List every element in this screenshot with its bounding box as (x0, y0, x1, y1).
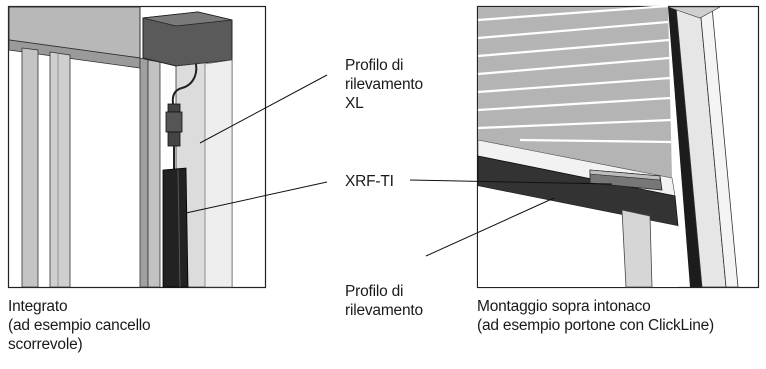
caption-left: Integrato (ad esempio cancello scorrevol… (8, 298, 151, 353)
label-profile: Profilo di rilevamento (345, 283, 423, 319)
right-illustration-panel (476, 4, 760, 289)
leader-xrf-ti-right (409, 179, 613, 185)
label-profile-xl: Profilo di rilevamento XL (345, 57, 423, 112)
leader-xrf-ti-left (185, 181, 328, 214)
leader-lines (185, 74, 613, 257)
caption-right: Montaggio sopra intonaco (ad esempio por… (477, 298, 715, 334)
left-illustration-panel (7, 5, 267, 289)
label-xrf-ti: XRF-TI (345, 173, 394, 190)
leader-profile-xl (199, 74, 328, 144)
leader-profile (425, 197, 555, 257)
